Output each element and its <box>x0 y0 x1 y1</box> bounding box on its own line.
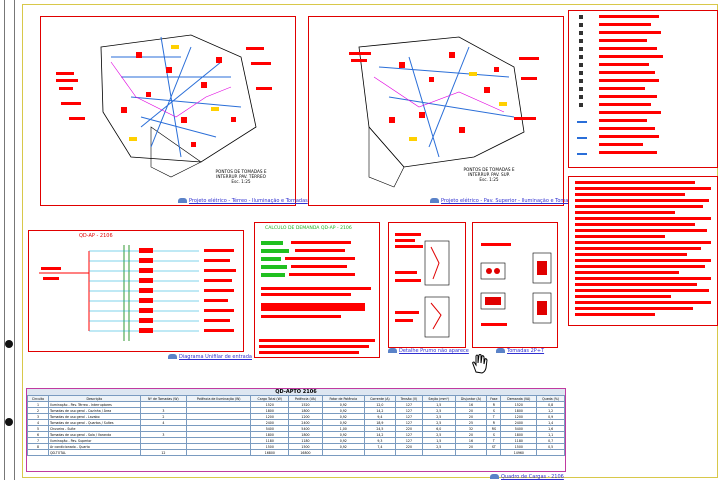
plan-superior-caption[interactable]: Projeto elétrico - Pav. Superior - Ilumi… <box>430 198 577 204</box>
load-table-panel[interactable]: QD-APTO 2106 Circuito Descrição Nº de To… <box>26 388 566 472</box>
sheet-margin-line <box>4 0 5 480</box>
detail-tomadas-panel[interactable] <box>472 222 558 348</box>
hand-cursor-icon <box>472 354 488 374</box>
floorplan-terreo <box>56 34 272 178</box>
detail-tomadas-caption[interactable]: Tomadas 2P+T <box>496 348 544 354</box>
table-cell: QD-TOTAL <box>47 449 141 456</box>
legend-panel[interactable] <box>568 10 718 168</box>
sheet-ref-icon <box>178 198 187 203</box>
table-cell: 12 <box>139 449 188 456</box>
sheet-ref-icon <box>496 348 505 353</box>
sheet-ref-icon <box>430 198 439 203</box>
plan-terreo-label: PONTOS DE TOMADAS E INTERRUP. PAV. TÉRRE… <box>215 169 267 184</box>
demand-title: CALCULO DE DEMANDA QD-AP - 2106 <box>265 226 352 231</box>
table-cell <box>454 449 488 456</box>
load-table-title: QD-APTO 2106 <box>27 389 565 395</box>
table-cell: 14960 <box>500 449 538 456</box>
plan-terreo-panel[interactable]: PONTOS DE TOMADAS E INTERRUP. PAV. TÉRRE… <box>40 16 296 206</box>
unifilar-diagram-panel[interactable]: QD-AP - 2106 <box>28 230 244 352</box>
unifilar-caption[interactable]: Diagrama Unifilar de entrada <box>168 354 252 360</box>
table-cell <box>321 449 365 456</box>
table-cell <box>536 449 565 456</box>
notes-panel[interactable] <box>568 176 718 326</box>
floorplan-superior <box>349 36 539 188</box>
unifilar-diagram <box>39 245 236 341</box>
table-cell <box>394 449 423 456</box>
load-table-caption[interactable]: Quadro de Cargas - 2106 <box>490 474 564 480</box>
table-cell <box>486 449 502 456</box>
legend-list <box>577 15 663 155</box>
binder-hole <box>5 340 13 348</box>
binder-hole <box>5 418 13 426</box>
unifilar-title: QD-AP - 2106 <box>79 233 113 239</box>
detail-prumada-caption[interactable]: Detalhe Prumo não aparece <box>388 348 469 354</box>
sheet-ref-icon <box>168 354 177 359</box>
detail-prumada-drawing <box>395 233 450 338</box>
detail-tomadas-drawing <box>480 243 552 326</box>
table-cell <box>363 449 396 456</box>
plan-superior-panel[interactable]: PONTOS DE TOMADAS E INTERRUP. PAV. SUP. … <box>308 16 564 206</box>
load-table: Circuito Descrição Nº de Tomadas (W) Pot… <box>27 395 565 456</box>
notes-text <box>575 181 711 316</box>
sheet-margin-line <box>14 0 15 480</box>
table-cell <box>185 449 252 456</box>
table-cell <box>421 449 456 456</box>
table-cell: 16800 <box>250 449 290 456</box>
sheet-ref-icon <box>490 474 499 479</box>
demand-table <box>259 241 375 354</box>
plan-terreo-caption[interactable]: Projeto elétrico - Térreo - Iluminação e… <box>178 198 308 204</box>
demand-calc-panel[interactable]: CALCULO DE DEMANDA QD-AP - 2106 <box>254 222 380 358</box>
detail-prumada-panel[interactable] <box>388 222 466 348</box>
plan-superior-label: PONTOS DE TOMADAS E INTERRUP. PAV. SUP. … <box>463 167 515 182</box>
sheet-ref-icon <box>388 348 397 353</box>
table-cell: 16800 <box>288 449 323 456</box>
table-cell <box>27 449 49 456</box>
